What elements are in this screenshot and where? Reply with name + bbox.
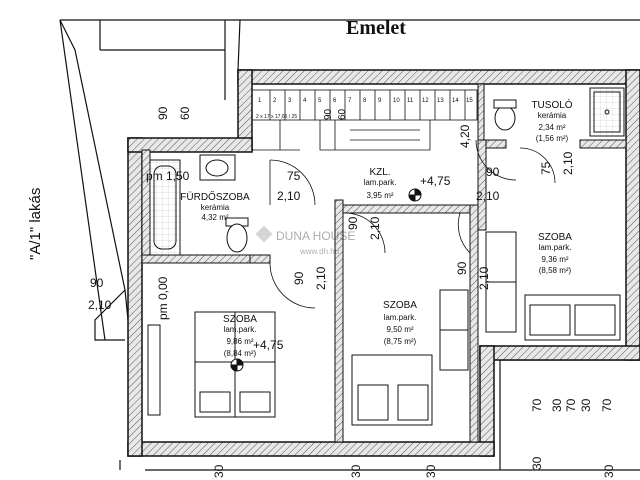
dim-label: 60 xyxy=(178,106,192,120)
dim-label: 30 xyxy=(602,464,616,478)
room-area-tusolo: 2,34 m² xyxy=(538,123,565,132)
dim-label: 30 xyxy=(530,456,544,470)
room-name-furdoszoba: FÜRDŐSZOBA xyxy=(180,189,250,203)
room-labels: FÜRDŐSZOBA kerámia 4,32 m² KZL. lam.park… xyxy=(180,98,573,358)
stair-step: 12 xyxy=(422,98,429,104)
room-area2-szoba-mid: (8,75 m²) xyxy=(384,337,417,346)
dim-label: 30 xyxy=(550,398,564,412)
dim-label: 2,10 xyxy=(476,189,500,203)
dim-label: 75 xyxy=(287,169,301,183)
bathroom-fixtures xyxy=(149,154,249,256)
dim-label: 30 xyxy=(579,398,593,412)
room-floor-szoba-left: lam.park. xyxy=(224,325,257,334)
room-area-szoba-right: 9,36 m² xyxy=(541,255,568,264)
staircase xyxy=(251,89,478,151)
dim-label: 90 xyxy=(156,106,170,120)
stair-numbers: 1 2 3 4 5 6 7 8 9 10 11 12 13 14 15 2 x … xyxy=(256,98,473,120)
level-markers xyxy=(230,188,422,372)
stair-formula: 2 x 17 x 17,65 / 25 xyxy=(256,114,297,120)
dim-label: 2,10 xyxy=(477,266,491,290)
room-name-kzl: KZL. xyxy=(369,167,390,178)
dim-label: 4,20 xyxy=(458,124,472,148)
room-area-kzl: 3,95 m² xyxy=(366,191,393,200)
dim-label: 60 xyxy=(337,108,348,120)
dim-label: 2,10 xyxy=(314,266,328,290)
dim-label: 90 xyxy=(455,261,469,275)
watermark-text: DUNA HOUSE xyxy=(276,229,355,243)
stair-step: 4 xyxy=(303,98,307,104)
dim-label: 2,10 xyxy=(561,151,575,175)
room-floor-kzl: lam.park. xyxy=(364,178,397,187)
room-area-szoba-mid: 9,50 m² xyxy=(386,325,413,334)
room-name-szoba-left: SZOBA xyxy=(223,314,257,325)
dim-label: 30 xyxy=(349,464,363,478)
room-area2-szoba-right: (8,58 m²) xyxy=(539,266,572,275)
stair-step: 2 xyxy=(273,98,277,104)
room-area2-szoba-left: (8,84 m²) xyxy=(224,349,257,358)
outer-walls xyxy=(127,69,640,457)
dim-label: 90 xyxy=(323,108,334,120)
room-name-szoba-right: SZOBA xyxy=(538,232,572,243)
stair-step: 11 xyxy=(407,98,414,104)
stair-step: 8 xyxy=(363,98,367,104)
watermark: DUNA HOUSE www.dh.hu xyxy=(255,225,355,256)
dim-label: 75 xyxy=(539,161,553,175)
inner-walls xyxy=(141,83,627,443)
stair-step: 7 xyxy=(348,98,352,104)
dim-label: 2,10 xyxy=(88,298,112,312)
plan-title: Emelet xyxy=(346,17,406,39)
level-label-kzl: +4,75 xyxy=(420,174,451,188)
room-floor-szoba-right: lam.park. xyxy=(539,243,572,252)
dim-label: 90 xyxy=(90,276,104,290)
dim-label: pm 0,00 xyxy=(156,276,170,320)
dim-label: 70 xyxy=(600,398,614,412)
stair-step: 3 xyxy=(288,98,292,104)
dim-label: 70 xyxy=(564,398,578,412)
stair-step: 9 xyxy=(378,98,382,104)
stair-step: 13 xyxy=(437,98,444,104)
shower-fixtures xyxy=(493,87,625,137)
dim-label: 30 xyxy=(212,464,226,478)
room-name-tusolo: TUSOLÓ xyxy=(531,98,572,111)
dim-label: 90 xyxy=(292,271,306,285)
dim-label: 70 xyxy=(530,398,544,412)
stair-step: 10 xyxy=(393,98,400,104)
room-area-furdoszoba: 4,32 m² xyxy=(201,213,228,222)
watermark-url: www.dh.hu xyxy=(299,247,339,256)
dim-label: 90 xyxy=(486,165,500,179)
side-label: "A/1" lakás xyxy=(27,188,44,260)
stair-step: 15 xyxy=(466,98,473,104)
stair-step: 6 xyxy=(333,98,337,104)
furniture xyxy=(147,231,621,426)
room-floor-tusolo: kerámia xyxy=(538,111,567,120)
room-area-szoba-left: 9,86 m² xyxy=(226,337,253,346)
stair-step: 1 xyxy=(258,98,262,104)
dim-label: 2,10 xyxy=(277,189,301,203)
stair-step: 5 xyxy=(318,98,322,104)
stair-step: 14 xyxy=(452,98,459,104)
room-area2-tusolo: (1,56 m²) xyxy=(536,134,569,143)
room-floor-szoba-mid: lam.park. xyxy=(384,313,417,322)
dim-label: 90 xyxy=(346,216,360,230)
room-floor-furdoszoba: kerámia xyxy=(201,203,230,212)
dim-label: 30 xyxy=(424,464,438,478)
dim-label: pm 1,50 xyxy=(146,169,190,183)
door-swings xyxy=(269,139,556,309)
dim-label: 2,10 xyxy=(368,216,382,240)
level-label-szoba: +4,75 xyxy=(253,338,284,352)
room-name-szoba-mid: SZOBA xyxy=(383,300,417,311)
dimension-labels: 90 60 90 60 pm 1,50 75 2,10 +4,75 90 2,1… xyxy=(88,106,616,478)
